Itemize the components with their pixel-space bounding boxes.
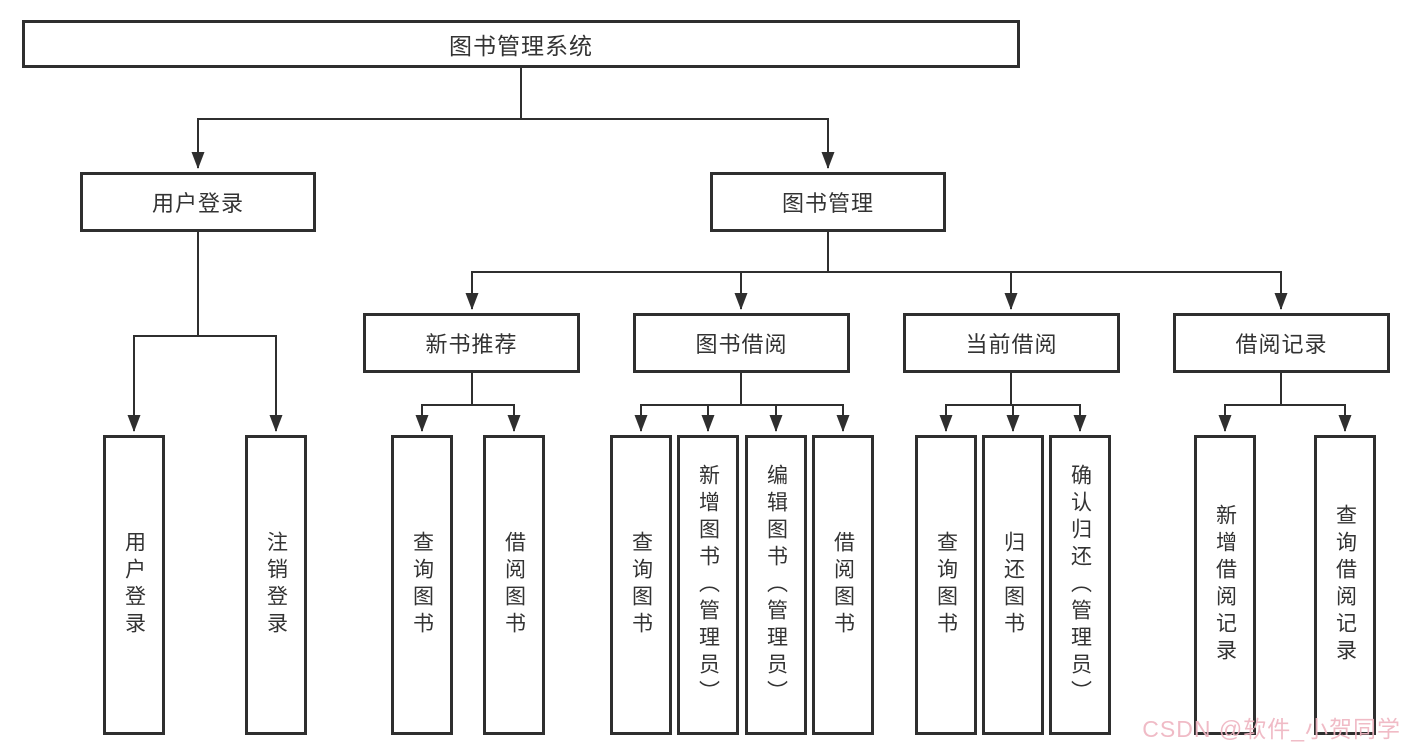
leaf-label: 新增图书（管理员）: [696, 463, 720, 707]
leaf-add-borrow-record: 新增借阅记录: [1194, 435, 1256, 735]
leaf-user-login: 用户登录: [103, 435, 165, 735]
node-label: 图书管理: [781, 191, 874, 216]
leaf-label: 借阅图书: [831, 531, 855, 639]
leaf-return-books: 归还图书: [982, 435, 1044, 735]
node-new-book-recommend: 新书推荐: [363, 313, 580, 373]
node-label: 当前借阅: [965, 332, 1058, 357]
node-label: 借阅记录: [1235, 332, 1328, 357]
leaf-query-books-2: 查询图书: [610, 435, 672, 735]
leaf-label: 查询图书: [629, 531, 653, 639]
leaf-label: 注销登录: [264, 531, 288, 639]
node-label: 图书管理系统: [449, 33, 593, 59]
leaf-logout: 注销登录: [245, 435, 307, 735]
node-borrow-records: 借阅记录: [1173, 313, 1390, 373]
node-label: 图书借阅: [695, 332, 788, 357]
leaf-borrow-books-1: 借阅图书: [483, 435, 545, 735]
leaf-add-books-admin: 新增图书（管理员）: [677, 435, 739, 735]
node-book-management: 图书管理: [710, 172, 946, 232]
node-label: 新书推荐: [425, 332, 518, 357]
node-root-library-system: 图书管理系统: [22, 20, 1020, 68]
leaf-label: 查询图书: [934, 531, 958, 639]
leaf-label: 归还图书: [1001, 531, 1025, 639]
node-current-borrow: 当前借阅: [903, 313, 1120, 373]
leaf-query-books-1: 查询图书: [391, 435, 453, 735]
leaf-label: 用户登录: [122, 531, 146, 639]
leaf-label: 查询借阅记录: [1333, 504, 1357, 666]
leaf-confirm-return-admin: 确认归还（管理员）: [1049, 435, 1111, 735]
leaf-label: 新增借阅记录: [1213, 504, 1237, 666]
leaf-query-borrow-record: 查询借阅记录: [1314, 435, 1376, 735]
node-book-borrow: 图书借阅: [633, 313, 850, 373]
csdn-watermark: CSDN @软件_小贺同学: [1142, 716, 1401, 742]
leaf-label: 编辑图书（管理员）: [764, 463, 788, 707]
node-label: 用户登录: [151, 191, 244, 216]
leaf-query-books-3: 查询图书: [915, 435, 977, 735]
leaf-edit-books-admin: 编辑图书（管理员）: [745, 435, 807, 735]
leaf-borrow-books-2: 借阅图书: [812, 435, 874, 735]
leaf-label: 确认归还（管理员）: [1068, 463, 1092, 707]
node-user-login: 用户登录: [80, 172, 316, 232]
leaf-label: 查询图书: [410, 531, 434, 639]
leaf-label: 借阅图书: [502, 531, 526, 639]
